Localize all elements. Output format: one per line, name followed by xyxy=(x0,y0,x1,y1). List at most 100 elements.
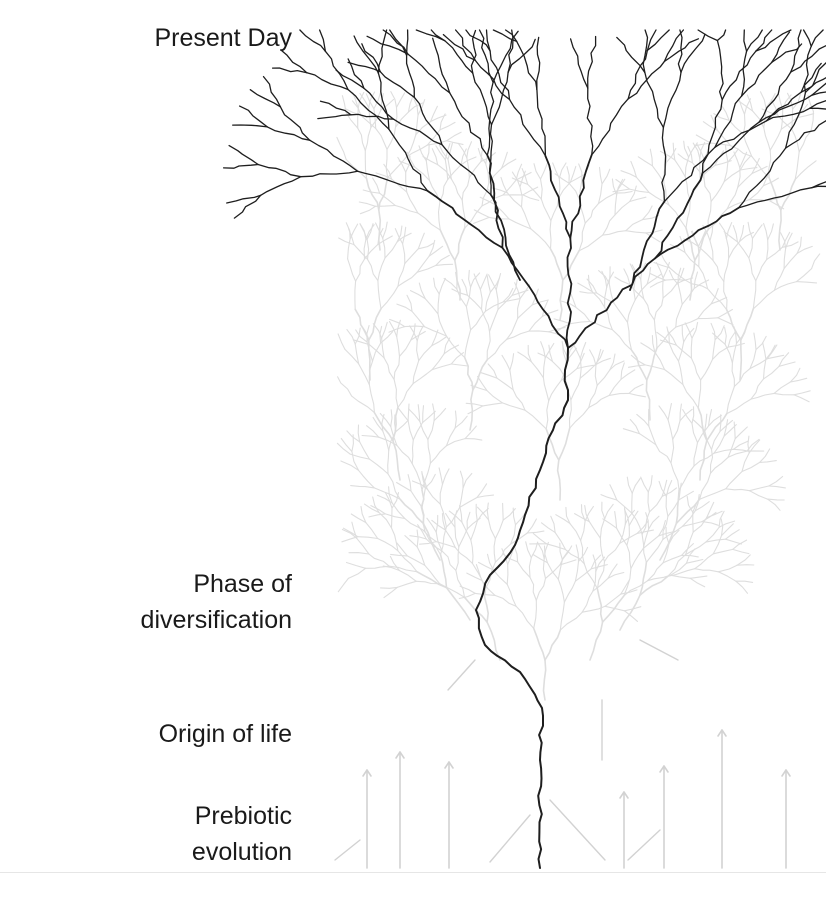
lineage-branch xyxy=(490,71,509,126)
background-branch xyxy=(636,529,654,535)
background-branch xyxy=(689,259,696,301)
background-branch xyxy=(394,106,398,128)
background-branch xyxy=(368,91,376,109)
background-branch xyxy=(735,580,754,583)
background-branch xyxy=(626,544,632,570)
lineage-branch xyxy=(755,29,792,52)
lineage-branch xyxy=(470,29,477,74)
background-branch xyxy=(376,494,393,504)
background-branch xyxy=(780,232,787,250)
background-branch xyxy=(604,503,614,520)
background-branch xyxy=(481,194,504,207)
background-branch xyxy=(594,357,611,366)
background-branch xyxy=(408,408,421,422)
background-branch xyxy=(584,504,590,523)
background-branch xyxy=(751,165,768,175)
background-branch xyxy=(368,553,390,567)
background-branch xyxy=(431,363,452,371)
background-branch xyxy=(793,394,810,403)
background-branch xyxy=(703,178,712,202)
background-branch xyxy=(763,222,769,241)
background-branch xyxy=(659,150,676,161)
background-branch xyxy=(570,377,581,401)
lineage-branch xyxy=(317,114,352,120)
background-branch xyxy=(739,151,748,169)
lineage-branch xyxy=(771,43,803,64)
background-branch xyxy=(461,176,470,201)
background-branch xyxy=(615,178,631,190)
background-branch xyxy=(665,495,669,517)
background-branch xyxy=(720,523,734,537)
background-branch xyxy=(614,511,618,529)
background-branch xyxy=(725,488,751,492)
background-branch xyxy=(709,240,714,261)
background-branch xyxy=(583,563,598,590)
background-branch xyxy=(501,402,526,411)
background-branch xyxy=(778,361,796,367)
background-branch xyxy=(728,241,741,259)
background-branch xyxy=(388,565,418,573)
background-branch xyxy=(736,554,751,566)
background-branch xyxy=(417,212,441,231)
background-branch xyxy=(655,444,672,464)
background-branch xyxy=(393,378,399,408)
background-branch xyxy=(476,494,495,499)
lineage-branch xyxy=(811,82,826,96)
background-branch xyxy=(393,355,401,380)
prebiotic-arrowhead xyxy=(362,769,372,777)
background-branch xyxy=(562,249,580,281)
lineage-branch xyxy=(347,58,365,89)
background-branch xyxy=(682,383,699,409)
lineage-branch xyxy=(501,246,569,349)
background-branch xyxy=(459,585,476,594)
background-branch xyxy=(464,425,477,440)
lineage-branch xyxy=(701,99,723,174)
background-branch xyxy=(480,308,491,333)
background-branch xyxy=(368,344,385,359)
background-branch xyxy=(417,232,425,250)
lineage-branch xyxy=(382,29,409,55)
lineage-branch xyxy=(784,91,807,149)
lineage-branch xyxy=(389,29,408,56)
background-branch xyxy=(466,572,483,581)
background-branch xyxy=(551,360,566,378)
lineage-branch xyxy=(616,36,646,74)
background-branch xyxy=(629,196,647,203)
background-branch xyxy=(380,285,399,310)
background-branch xyxy=(693,279,710,289)
background-branch xyxy=(689,577,706,588)
background-branch xyxy=(648,425,657,446)
prebiotic-arrow xyxy=(639,639,679,661)
background-branch xyxy=(705,538,727,543)
background-branch xyxy=(623,606,642,612)
background-branch xyxy=(493,537,496,563)
background-branch xyxy=(421,472,428,490)
background-branch xyxy=(495,272,502,291)
background-branch xyxy=(411,310,426,328)
background-branch xyxy=(445,586,471,621)
lineage-branch xyxy=(663,29,685,62)
background-branch xyxy=(398,339,412,357)
prebiotic-arrowhead xyxy=(619,791,629,799)
background-branch xyxy=(406,555,426,566)
lineage-branch xyxy=(271,67,308,74)
background-branch xyxy=(596,560,606,590)
background-branch xyxy=(724,144,729,163)
background-branch xyxy=(545,400,550,430)
background-branch xyxy=(628,188,650,194)
background-branch xyxy=(646,347,658,381)
background-branch xyxy=(569,523,582,541)
background-branch xyxy=(387,156,408,179)
lineage-branch xyxy=(802,29,812,47)
background-branch xyxy=(674,159,686,178)
background-branch xyxy=(415,120,432,136)
background-branch xyxy=(438,277,446,295)
background-branch xyxy=(373,487,401,500)
background-branch xyxy=(667,568,696,577)
background-branch xyxy=(513,544,519,563)
lineage-branch xyxy=(809,99,826,109)
background-branch xyxy=(530,361,544,379)
background-branch xyxy=(607,563,618,579)
background-branch xyxy=(526,530,545,534)
background-branch xyxy=(614,194,618,216)
